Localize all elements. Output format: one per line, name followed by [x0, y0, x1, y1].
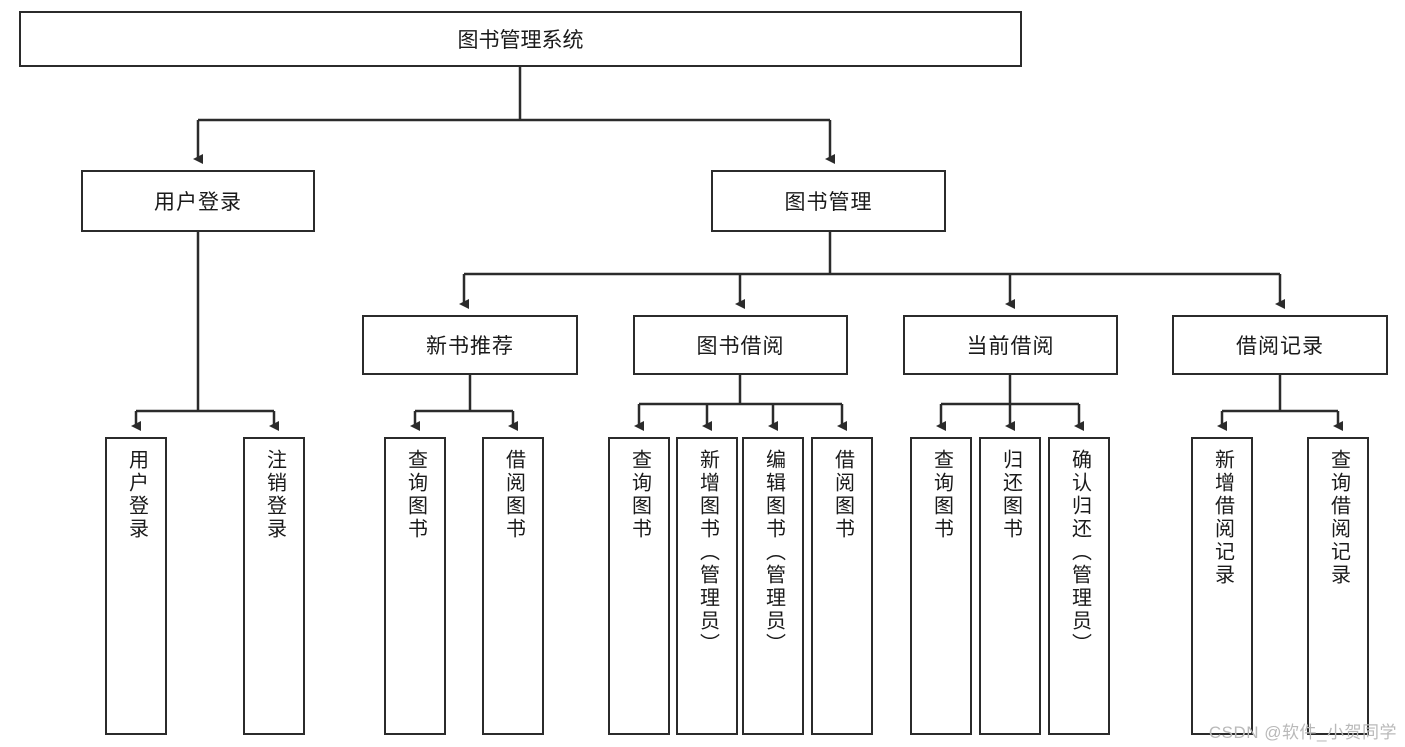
node-book-management[interactable]: 图书管理 — [711, 170, 946, 232]
leaf-label: 注销登录 — [263, 449, 286, 541]
leaf-user-login-1[interactable]: 注销登录 — [243, 437, 305, 735]
leaf-user-login-0[interactable]: 用户登录 — [105, 437, 167, 735]
leaf-label: 新增借阅记录 — [1211, 449, 1234, 587]
node-book-management-label: 图书管理 — [784, 191, 873, 214]
node-book-borrow[interactable]: 图书借阅 — [633, 315, 848, 375]
leaf-book-borrow-0[interactable]: 查询图书 — [608, 437, 670, 735]
leaf-label: 新增图书（管理员） — [696, 449, 719, 656]
leaf-label: 借阅图书 — [831, 449, 854, 541]
leaf-current-borrow-1[interactable]: 归还图书 — [979, 437, 1041, 735]
leaf-new-book-recommend-1[interactable]: 借阅图书 — [482, 437, 544, 735]
leaf-current-borrow-2[interactable]: 确认归还（管理员） — [1048, 437, 1110, 735]
leaf-label: 查询图书 — [628, 449, 651, 541]
leaf-label: 查询图书 — [930, 449, 953, 541]
leaf-label: 归还图书 — [999, 449, 1022, 541]
watermark: CSDN @软件_小贺同学 — [1208, 723, 1397, 742]
leaf-label: 查询图书 — [404, 449, 427, 541]
leaf-label: 查询借阅记录 — [1327, 449, 1350, 587]
node-root-label: 图书管理系统 — [457, 29, 584, 52]
leaf-book-borrow-3[interactable]: 借阅图书 — [811, 437, 873, 735]
leaf-borrow-record-1[interactable]: 查询借阅记录 — [1307, 437, 1369, 735]
leaf-label: 用户登录 — [125, 449, 148, 541]
leaf-label: 确认归还（管理员） — [1068, 449, 1091, 656]
leaf-label: 编辑图书（管理员） — [762, 449, 785, 656]
node-user-login-label: 用户登录 — [154, 191, 242, 214]
node-borrow-record[interactable]: 借阅记录 — [1172, 315, 1388, 375]
node-root[interactable]: 图书管理系统 — [19, 11, 1022, 67]
node-current-borrow-label: 当前借阅 — [966, 335, 1055, 358]
node-book-borrow-label: 图书借阅 — [696, 335, 785, 358]
leaf-new-book-recommend-0[interactable]: 查询图书 — [384, 437, 446, 735]
leaf-book-borrow-1[interactable]: 新增图书（管理员） — [676, 437, 738, 735]
node-new-book-recommend[interactable]: 新书推荐 — [362, 315, 578, 375]
node-borrow-record-label: 借阅记录 — [1236, 335, 1324, 358]
node-current-borrow[interactable]: 当前借阅 — [903, 315, 1118, 375]
node-user-login[interactable]: 用户登录 — [81, 170, 315, 232]
node-new-book-recommend-label: 新书推荐 — [426, 335, 514, 358]
leaf-borrow-record-0[interactable]: 新增借阅记录 — [1191, 437, 1253, 735]
leaf-book-borrow-2[interactable]: 编辑图书（管理员） — [742, 437, 804, 735]
leaf-current-borrow-0[interactable]: 查询图书 — [910, 437, 972, 735]
leaf-label: 借阅图书 — [502, 449, 525, 541]
